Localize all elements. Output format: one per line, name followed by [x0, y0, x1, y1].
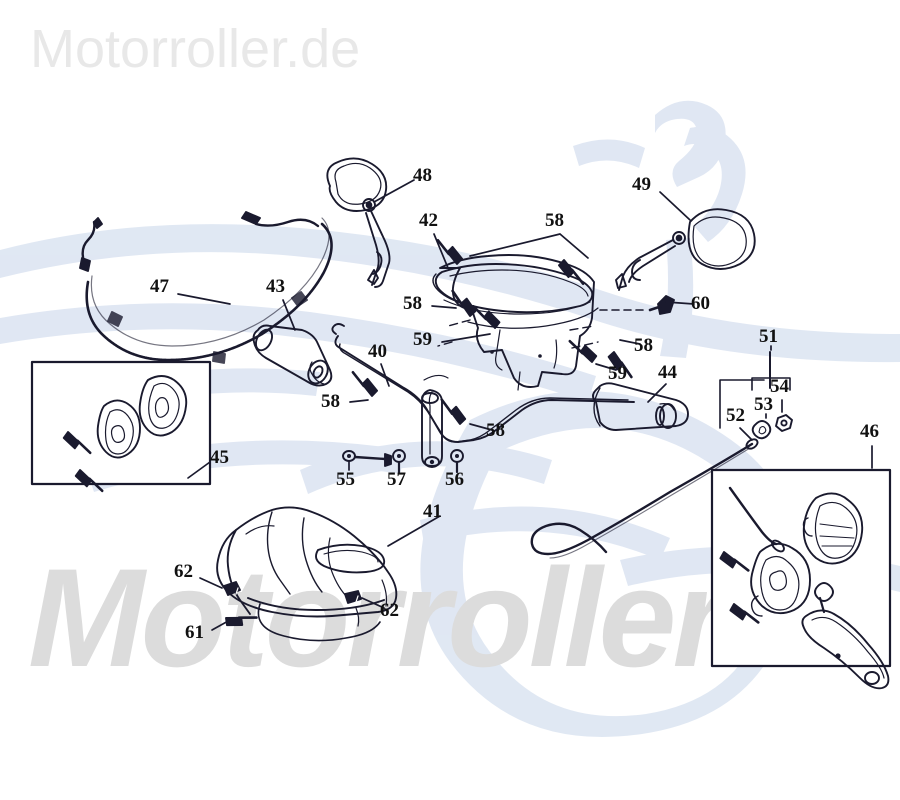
callout-clip-62: 62: [174, 561, 193, 582]
callout-cable-adjuster: 51: [759, 326, 778, 347]
callout-handlebar-cover-upper: 42: [419, 210, 438, 231]
callout-brake-cable: 47: [150, 276, 169, 297]
callout-bolt-57: 57: [387, 469, 406, 490]
part-handlebar-40: [331, 323, 635, 468]
fastener-55: [342, 450, 392, 467]
callout-right-grip-throttle: 44: [658, 362, 677, 383]
part-brake-cable-47: [79, 211, 333, 364]
fastener-60: [599, 295, 675, 315]
callout-handlebar: 40: [368, 341, 387, 362]
watermark-top-text: Motorroller.de: [30, 19, 361, 79]
callout-nut: 54: [770, 376, 789, 397]
callout-mirror-left: 48: [413, 165, 432, 186]
fastener-62-a: [223, 581, 241, 596]
callout-mirror-right: 49: [632, 174, 651, 195]
fastener-61: [222, 605, 259, 632]
callout-screw-61: 61: [185, 622, 204, 643]
callout-bolt-55: 55: [336, 469, 355, 490]
callout-left-grip: 43: [266, 276, 285, 297]
part-throttle-hardware: [530, 351, 793, 559]
fastener-58-e: [434, 397, 470, 427]
watermark-bottom-text: Motorroller: [28, 539, 727, 696]
callout-screw-59: 59: [413, 329, 432, 350]
callout-screw-58: 58: [403, 293, 422, 314]
part-right-grip-44: [592, 382, 689, 431]
fastener-58-d: [345, 370, 382, 399]
callout-washer: 53: [754, 394, 773, 415]
part-left-grip-43: [252, 324, 333, 387]
callout-clip-62: 62: [380, 600, 399, 621]
callout-screw-58: 58: [486, 420, 505, 441]
callout-bolt-56: 56: [445, 469, 464, 490]
part-right-brake-box-46: [710, 468, 892, 690]
part-front-cover-41: [216, 506, 398, 642]
callout-throttle-cable: 52: [726, 405, 745, 426]
part-mirror-right-49: [615, 208, 756, 291]
callout-screw-58: 58: [321, 391, 340, 412]
callout-screw-58: 58: [545, 210, 564, 231]
part-left-switch-box-45: [30, 360, 212, 494]
callout-screw-59: 59: [608, 363, 627, 384]
callout-right-brake-lever-box: 46: [860, 421, 879, 442]
callout-front-cover: 41: [423, 501, 442, 522]
leader-lines: [177, 179, 873, 631]
fastener-59-b: [564, 338, 600, 364]
part-mirror-left-48: [326, 157, 391, 288]
fastener-62-b: [344, 590, 362, 604]
callout-screw-58: 58: [634, 335, 653, 356]
callout-screw-60: 60: [691, 293, 710, 314]
part-handlebar-cover-42: [432, 254, 599, 391]
callout-left-switch-housing-box: 45: [210, 447, 229, 468]
